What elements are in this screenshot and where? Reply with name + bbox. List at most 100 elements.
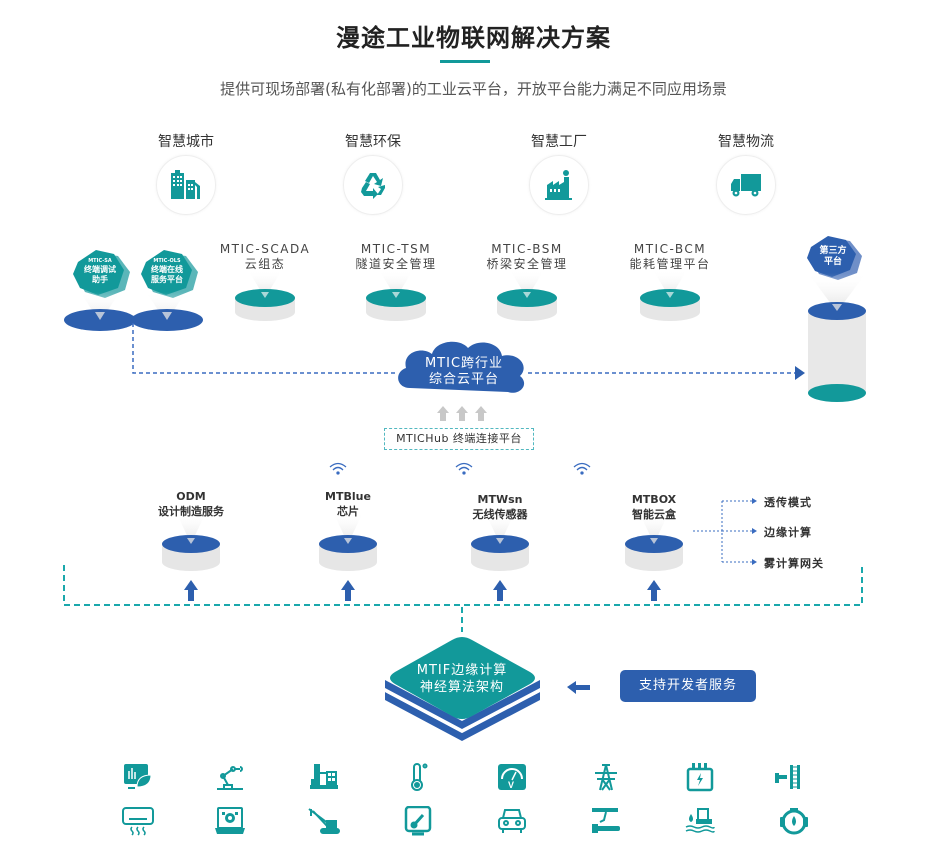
platform-scada-name: 云组态 [244,257,286,271]
scenario-factory[interactable] [529,155,589,215]
cloud-line1: MTIC跨行业 [424,356,504,371]
tool-ols-name-line2: 服务平台 [151,275,183,284]
hub-platform-box[interactable]: MTICHub 终端连接平台 [384,428,534,450]
hub-to-cloud-arrows [437,406,487,421]
platform-bcm[interactable]: MTIC-BCM 能耗管理平台 [600,242,740,272]
temperature-gauge-icon [400,804,436,838]
tools-to-cloud-line [132,323,398,374]
third-party-line2: 平台 [823,257,842,267]
wifi-icon-mtwsn [455,462,473,475]
device-mtwsn-code: MTWsn [477,493,523,506]
device-mtblue[interactable]: MTBlue 芯片 [288,489,408,519]
platform-cylinder-bsm [497,270,557,321]
tool-ols-code: MTIC-OLS [153,258,181,264]
device-cylinder-mtbox [625,512,683,571]
plant-monitor-icon [120,760,156,794]
platform-scada-code: MTIC-SCADA [219,242,311,256]
mode-fog-gateway: 雾计算网关 [764,557,824,570]
tool-sa-name-line1: 终端调试 [84,265,116,274]
city-buildings-icon [171,170,200,199]
wifi-icon-mtblue [329,462,347,475]
cloud-platform-label[interactable]: MTIC跨行业 综合云平台 [404,356,524,388]
scenario-label-environment: 智慧环保 [345,134,401,150]
developer-service-button[interactable]: 支持开发者服务 [620,670,756,702]
tool-ols-label[interactable]: MTIC-OLS 终端在线 服务平台 [141,258,193,285]
tool-sa-label[interactable]: MTIC-SA 终端调试 助手 [74,258,126,285]
third-party-node [807,236,866,402]
platform-tsm-code: MTIC-TSM [360,242,432,256]
device-odm[interactable]: ODM 设计制造服务 [131,489,251,519]
platform-scada[interactable]: MTIC-SCADA 云组态 [195,242,335,272]
tool-sa-code: MTIC-SA [88,258,112,264]
wall-sensor-icon [770,760,806,794]
cloud-line2: 综合云平台 [428,372,499,387]
recycle-icon [361,173,385,199]
device-odm-code: ODM [176,490,206,503]
water-treatment-icon [682,804,718,838]
page-title: 漫途工业物联网解决方案 [336,24,611,52]
truck-icon [731,174,761,197]
tool-sa-node [64,250,136,331]
platform-cylinder-tsm [366,270,426,321]
edge-line1: MTIF边缘计算 [416,663,508,678]
platform-tsm-name: 隧道安全管理 [355,257,437,271]
cloud-shape [398,341,525,393]
device-odm-name: 设计制造服务 [158,505,224,518]
platform-bsm-name: 桥梁安全管理 [486,257,568,271]
platform-bcm-code: MTIC-BCM [633,242,707,256]
transformer-icon [682,760,718,794]
crane-icon [306,804,342,838]
platform-cylinder-scada [235,270,295,321]
power-tower-icon [588,760,624,794]
edge-bus-line [63,565,863,606]
device-mtblue-name: 芯片 [337,505,359,518]
thermometer-icon [400,760,436,794]
device-mtwsn[interactable]: MTWsn 无线传感器 [440,492,560,522]
tool-ols-name-line1: 终端在线 [151,265,183,274]
edge-line2: 神经算法架构 [419,680,504,695]
third-party-line1: 第三方 [819,246,847,256]
platform-bsm[interactable]: MTIC-BSM 桥梁安全管理 [457,242,597,272]
device-cylinder-mtwsn [471,512,529,571]
device-mtbox-code: MTBOX [631,493,677,506]
machine-tool-icon [306,760,342,794]
scenario-city[interactable] [156,155,216,215]
tool-ols-node [131,250,203,331]
factory-icon [545,170,572,200]
wifi-icon-mtbox [573,462,591,475]
developer-service-arrow [567,681,590,694]
scenario-label-logistics: 智慧物流 [718,134,774,150]
svg-text:V: V [508,780,514,790]
edge-platform-shape [385,637,540,741]
mode-passthrough: 透传模式 [764,496,812,509]
control-panel-icon [212,804,248,838]
device-up-arrows [184,580,661,601]
mtbox-branch-lines [693,500,752,563]
mode-edge-computing: 边缘计算 [764,526,812,539]
scenario-label-city: 智慧城市 [158,134,214,150]
platform-bcm-name: 能耗管理平台 [629,257,711,271]
air-conditioner-icon [120,804,156,838]
car-icon [494,804,530,838]
flow-meter-icon [776,804,812,838]
page-subtitle: 提供可现场部署(私有化部署)的工业云平台，开放平台能力满足不同应用场景 [220,80,727,98]
platform-bsm-code: MTIC-BSM [491,242,563,256]
platform-cylinder-bcm [640,270,700,321]
device-mtwsn-name: 无线传感器 [472,508,528,521]
gantry-arm-icon [588,804,624,838]
scenario-logistics[interactable] [716,155,776,215]
robot-arm-icon [212,760,248,794]
third-party-label[interactable]: 第三方 平台 [808,246,858,268]
device-mtbox-name: 智能云盒 [632,508,676,521]
device-mtblue-code: MTBlue [325,490,371,503]
device-cylinder-odm [162,512,220,571]
title-underline [440,60,490,63]
edge-platform-label[interactable]: MTIF边缘计算 神经算法架构 [402,662,522,696]
device-cylinder-mtblue [319,512,377,571]
tool-sa-name-line2: 助手 [92,275,108,284]
scenario-label-factory: 智慧工厂 [531,134,587,150]
device-mtbox[interactable]: MTBOX 智能云盒 [594,492,714,522]
platform-tsm[interactable]: MTIC-TSM 隧道安全管理 [326,242,466,272]
scenario-environment[interactable] [343,155,403,215]
